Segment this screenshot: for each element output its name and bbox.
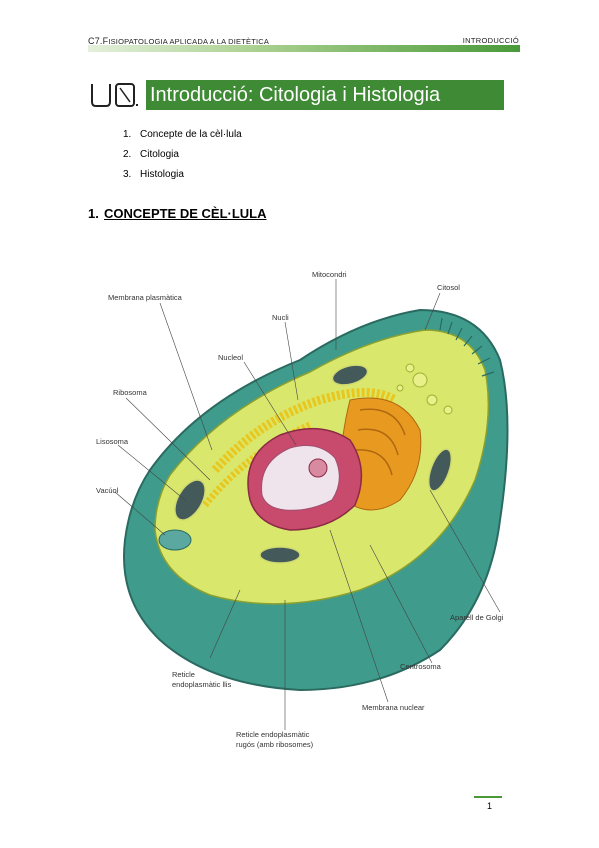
section-heading: 1. CONCEPTE DE CÈL·LULA — [88, 206, 267, 221]
header-initial: C — [88, 36, 95, 46]
label-reticle-llis-2: endoplasmàtic llis — [172, 680, 232, 689]
label-membrana-nuclear: Membrana nuclear — [362, 703, 425, 712]
toc-item[interactable]: 2. Citologia — [123, 148, 242, 168]
page-title: Introducció: Citologia i Histologia — [146, 80, 504, 110]
toc-num: 3. — [123, 169, 132, 180]
header-course-title: ISIOPATOLOGIA APLICADA A LA DIETÈTICA — [108, 37, 270, 46]
label-mitocondri: Mitocondri — [312, 270, 347, 279]
label-lisosoma: Lisosoma — [96, 437, 129, 446]
label-vacuol: Vacúol — [96, 486, 119, 495]
label-nucleol: Nucleol — [218, 353, 244, 362]
table-of-contents: 1. Concepte de la cèl·lula 2. Citologia 3.… — [123, 128, 242, 188]
section-title: CONCEPTE DE CÈL·LULA — [104, 206, 267, 221]
label-ribosoma: Ribosoma — [113, 388, 147, 397]
toc-item[interactable]: 3. Histologia — [123, 168, 242, 188]
toc-item[interactable]: 1. Concepte de la cèl·lula — [123, 128, 242, 148]
label-nucli: Nucli — [272, 313, 289, 322]
header-course: 7.F — [94, 36, 109, 46]
label-reticle-rugos-1: Reticle endoplasmàtic — [236, 730, 310, 739]
toc-num: 1. — [123, 129, 132, 140]
label-membrana-plasmatica: Membrana plasmàtica — [108, 293, 182, 302]
label-centrosoma: Centrosoma — [400, 662, 441, 671]
footer-rule — [474, 796, 502, 798]
label-reticle-rugos-2: rugós (amb ribosomes) — [236, 740, 314, 749]
toc-label: Concepte de la cèl·lula — [140, 129, 242, 140]
label-aparell-golgi: Aparell de Golgi — [450, 613, 504, 622]
toc-label: Citologia — [140, 149, 179, 160]
toc-num: 2. — [123, 149, 132, 160]
page-number: 1 — [487, 801, 493, 811]
unit-logo — [88, 80, 140, 110]
section-number: 1. — [88, 206, 99, 221]
running-header-left: C7.FISIOPATOLOGIA APLICADA A LA DIETÈTIC… — [88, 36, 269, 46]
label-citosol: Citosol — [437, 283, 460, 292]
header-rule — [88, 45, 520, 52]
toc-label: Histologia — [140, 169, 184, 180]
label-reticle-llis-1: Reticle — [172, 670, 195, 679]
running-header-right: INTRODUCCIÓ — [462, 36, 519, 45]
